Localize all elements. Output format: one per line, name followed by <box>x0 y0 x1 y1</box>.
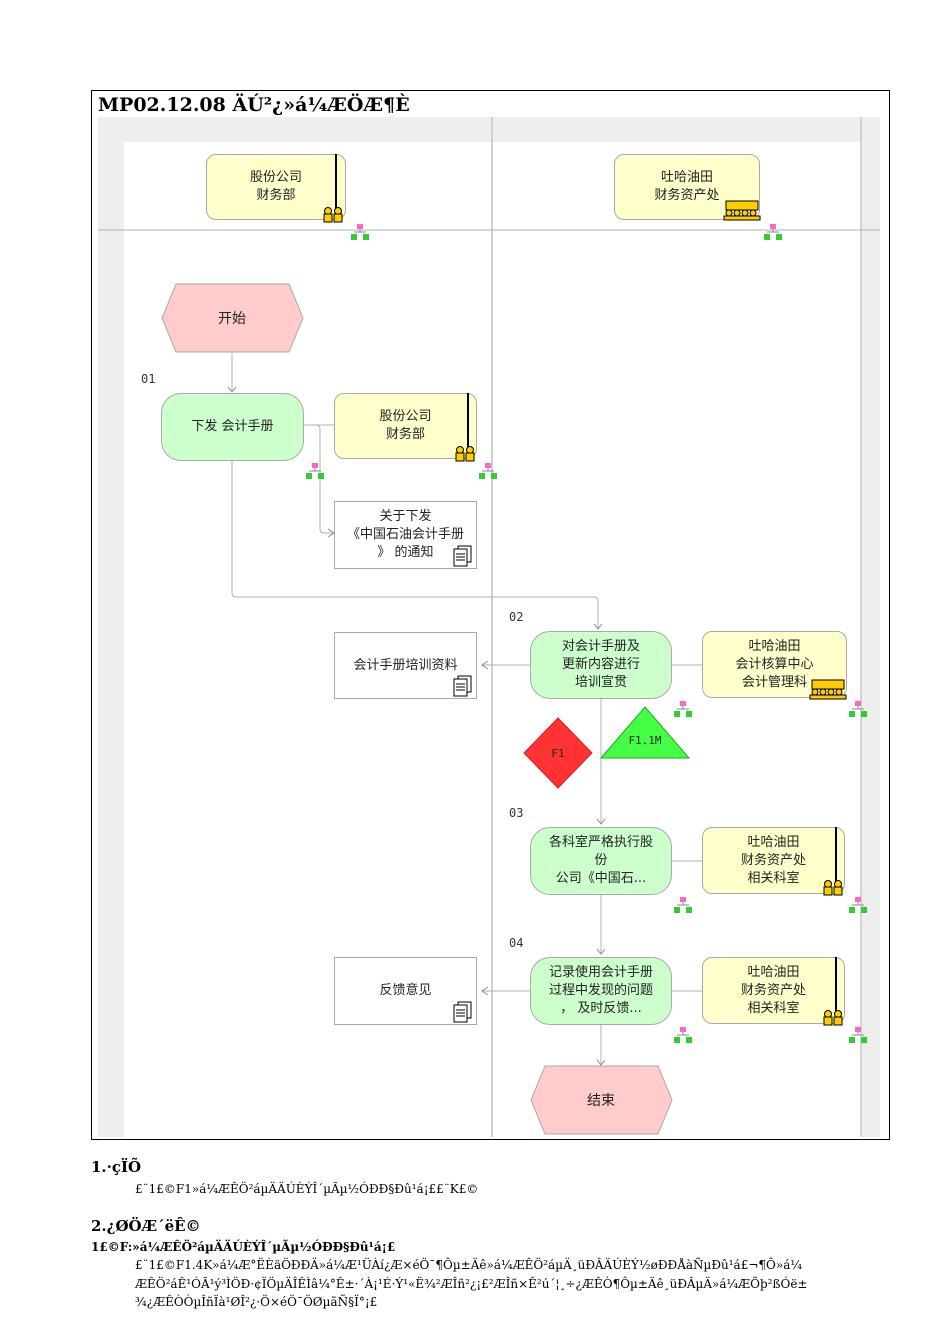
person-icon <box>455 393 475 462</box>
document-01: 关于下发 《中国石油会计手册 》 的通知 <box>334 501 477 569</box>
hierarchy-icon <box>351 224 369 240</box>
hierarchy-icon <box>849 701 867 717</box>
org-04: 吐哈油田 财务资产处 相关科室 <box>702 957 845 1024</box>
group-icon <box>723 200 761 221</box>
document-04: 反馈意见 <box>334 957 477 1025</box>
step-number-02: 02 <box>509 610 524 624</box>
hierarchy-icon <box>674 897 692 913</box>
diagram-canvas: 开始 结束 股份公司 财务部 吐哈油田 财务资产处 下发 会计手册 股份公司 财… <box>98 117 880 1137</box>
section-control-line-3: ¾¿ÆÊÒÒµÎñÏà¹ØÎ²¿·Ö×éÖ¯ÖØµãÑ§Ï°¡£ <box>135 1295 378 1309</box>
step-number-01: 01 <box>141 372 156 386</box>
document-icon <box>453 675 472 697</box>
function-04: 记录使用会计手册 过程中发现的问题 ， 及时反馈... <box>530 957 672 1025</box>
control-marker: F1.1M <box>600 706 690 759</box>
person-icon <box>823 827 843 896</box>
hierarchy-icon <box>849 897 867 913</box>
event-end: 结束 <box>530 1065 673 1135</box>
hierarchy-icon <box>479 463 497 479</box>
group-icon <box>809 679 847 700</box>
hierarchy-icon <box>674 1027 692 1043</box>
hierarchy-icon <box>849 1027 867 1043</box>
control-label: F1.1M <box>628 734 661 747</box>
risk-label: F1 <box>551 747 564 760</box>
connector-layer <box>98 117 880 1137</box>
section-risk-heading: 1.·çÏÕ <box>91 1158 142 1176</box>
process-frame: MP02.12.08 ÄÚ²¿»á¼ÆÖÆ¶È <box>91 90 890 1140</box>
function-02: 对会计手册及 更新内容进行 培训宣贯 <box>530 631 672 699</box>
org-03: 吐哈油田 财务资产处 相关科室 <box>702 827 845 894</box>
page-title: MP02.12.08 ÄÚ²¿»á¼ÆÖÆ¶È <box>98 94 410 116</box>
section-risk-line: £¨1£©F1»á¼ÆÊÖ²áµÄÄÚÈÝÎ´µÃµ½ÓÐÐ§Ðû¹á¡££¨K… <box>135 1182 479 1196</box>
event-start: 开始 <box>161 283 304 353</box>
event-start-label: 开始 <box>218 311 246 327</box>
section-control-line-1: £¨1£©F1.4K»á¼Æ°ËÈäÖÐÐÄ»á¼Æ¹ÜÀí¿Æ×éÖ¯¶Ôµ±… <box>135 1258 802 1272</box>
section-control-line-2: ÆÊÖ²áÊ¹ÓÃ¹ý³ÌÖÐ·¢ÏÖµÄÎÊÌâ¼°Ê±·´À¡¹É·Ý¹«Ë… <box>135 1277 808 1291</box>
person-icon <box>823 957 843 1026</box>
event-end-label: 结束 <box>587 1093 615 1109</box>
document-icon <box>453 1001 472 1023</box>
section-control-heading: 2.¿ØÖÆ´ëÊ© <box>91 1217 201 1235</box>
step-number-03: 03 <box>509 806 524 820</box>
document-02: 会计手册培训资料 <box>334 632 477 699</box>
section-control-subheading: 1£©F:»á¼ÆÊÖ²áµÄÄÚÈÝÎ´µÃµ½ÓÐÐ§Ðû¹á¡£ <box>91 1240 396 1254</box>
document-icon <box>453 545 472 567</box>
person-icon <box>323 154 343 223</box>
function-03: 各科室严格执行股 份 公司《中国石... <box>530 827 672 895</box>
function-01: 下发 会计手册 <box>161 393 304 461</box>
hierarchy-icon <box>764 224 782 240</box>
risk-marker: F1 <box>523 717 593 789</box>
lane-header-group-finance: 股份公司 财务部 <box>206 154 346 220</box>
step-number-04: 04 <box>509 936 524 950</box>
hierarchy-icon <box>306 463 324 479</box>
org-01: 股份公司 财务部 <box>334 393 477 459</box>
hierarchy-icon <box>674 701 692 717</box>
